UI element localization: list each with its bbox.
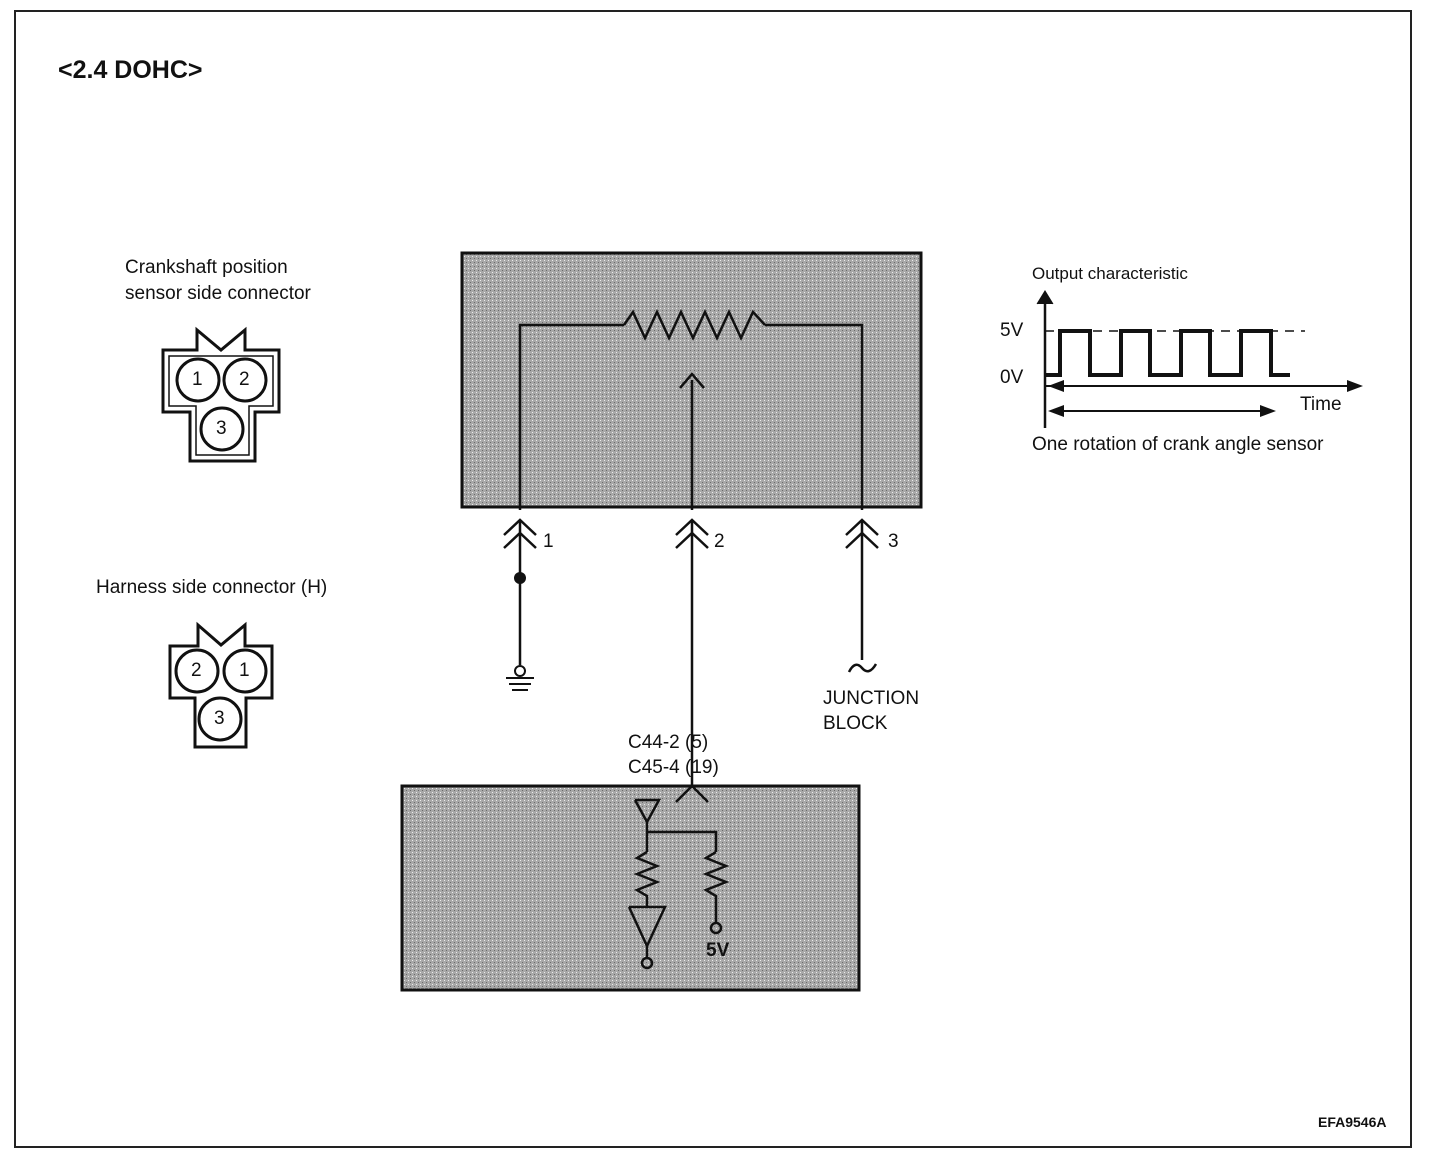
sensor-internal-potentiometer (518, 309, 864, 510)
ecm-pin-label-line1: C44-2 (5) (628, 732, 709, 753)
chart-rotation-label: One rotation of crank angle sensor (1032, 434, 1324, 455)
ground-symbol (506, 665, 534, 691)
ecm-supply-label: 5V (706, 940, 730, 961)
output-square-wave (1045, 329, 1290, 377)
pin-connector-2 (675, 518, 709, 795)
junction-block-label-line1: JUNCTION (823, 688, 920, 709)
splice-point (514, 572, 526, 584)
sensor-connector-diagram (161, 326, 281, 463)
chart-time-label: Time (1300, 394, 1342, 415)
chart-time-arrow (1347, 380, 1363, 392)
sensor-pin-3: 3 (216, 418, 227, 439)
sensor-connector-label-line2: sensor side connector (125, 283, 311, 304)
pin-connector-1 (503, 518, 537, 665)
junction-block-label-line2: BLOCK (823, 713, 888, 734)
sensor-pin-1: 1 (192, 369, 203, 390)
harness-pin-3: 3 (214, 708, 225, 729)
chart-0v-label: 0V (1000, 367, 1024, 388)
harness-pin-1: 1 (239, 660, 250, 681)
pin-label-2: 2 (714, 531, 725, 552)
ecm-box (400, 784, 861, 992)
output-chart (1036, 290, 1363, 428)
chart-y-arrow (1036, 290, 1054, 305)
pin-connector-3 (845, 518, 879, 673)
pin-label-1: 1 (543, 531, 554, 552)
figure-code: EFA9546A (1318, 1114, 1387, 1130)
ecm-internal-circuit (627, 784, 730, 970)
page-title: <2.4 DOHC> (58, 56, 203, 84)
harness-connector-label: Harness side connector (H) (96, 577, 328, 598)
chart-title: Output characteristic (1032, 264, 1188, 283)
diagram-frame (14, 10, 1412, 1148)
chart-5v-label: 5V (1000, 320, 1024, 341)
ecm-pin-label-line2: C45-4 (19) (628, 757, 719, 778)
harness-connector-diagram (168, 621, 274, 749)
sensor-pin-2: 2 (239, 369, 250, 390)
sensor-connector-label-line1: Crankshaft position (125, 257, 288, 278)
pin-label-3: 3 (888, 531, 899, 552)
harness-pin-2: 2 (191, 660, 202, 681)
